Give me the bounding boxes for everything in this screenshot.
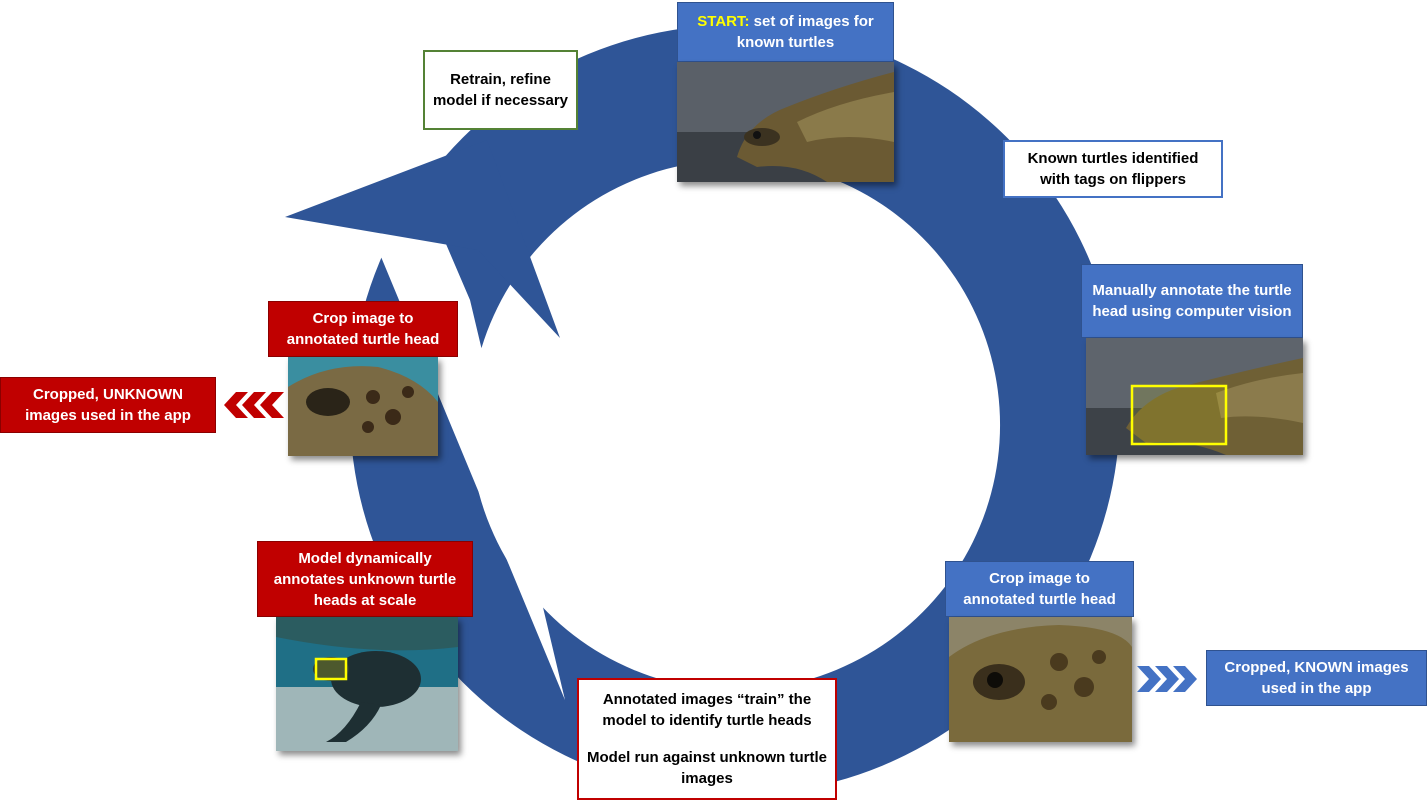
known-output-text: Cropped, KNOWN images used in the app — [1224, 659, 1409, 697]
cropped-unknown-photo — [288, 357, 438, 456]
annotation-bounding-box — [1130, 384, 1228, 446]
known-output-box: Cropped, KNOWN images used in the app — [1206, 650, 1427, 706]
crop-known-box: Crop image to annotated turtle head — [945, 561, 1134, 617]
crop-known-text: Crop image to annotated turtle head — [963, 570, 1116, 608]
unknown-output-text: Cropped, UNKNOWN images used in the app — [25, 386, 191, 424]
crop-unknown-text: Crop image to annotated turtle head — [286, 310, 440, 348]
chevron-left-icon — [224, 392, 284, 418]
cycle-arrowhead — [285, 140, 560, 338]
manual-annotate-box: Manually annotate the turtle head using … — [1081, 264, 1303, 338]
cropped-known-photo — [949, 617, 1132, 742]
dynamic-annotate-box: Model dynamically annotates unknown turt… — [257, 541, 473, 617]
start-label: START: — [697, 13, 750, 30]
annotation-bounding-box — [314, 657, 348, 681]
retrain-text: Retrain, refine model if necessary — [432, 71, 569, 109]
start-box: START: set of images for known turtles — [677, 2, 894, 62]
cycle-ring — [349, 25, 1120, 795]
manual-annotate-text: Manually annotate the turtle head using … — [1092, 282, 1292, 320]
start-text: set of images for known turtles — [736, 13, 874, 51]
train-text-line1: Annotated images “train” the model to id… — [602, 691, 812, 729]
unknown-output-box: Cropped, UNKNOWN images used in the app — [0, 377, 216, 433]
known-turtle-photo — [677, 62, 894, 182]
dynamic-annotate-text: Model dynamically annotates unknown turt… — [273, 549, 457, 609]
annotated-turtle-photo — [1086, 338, 1303, 455]
crop-unknown-box: Crop image to annotated turtle head — [268, 301, 458, 357]
train-text-line2: Model run against unknown turtle images — [587, 749, 827, 787]
train-box: Annotated images “train” the model to id… — [577, 678, 837, 800]
retrain-box: Retrain, refine model if necessary — [423, 50, 578, 130]
chevron-right-icon — [1137, 666, 1197, 692]
underwater-turtle-photo — [276, 617, 458, 751]
tags-text: Known turtles identified with tags on fl… — [1027, 150, 1199, 188]
tags-box: Known turtles identified with tags on fl… — [1003, 140, 1223, 198]
